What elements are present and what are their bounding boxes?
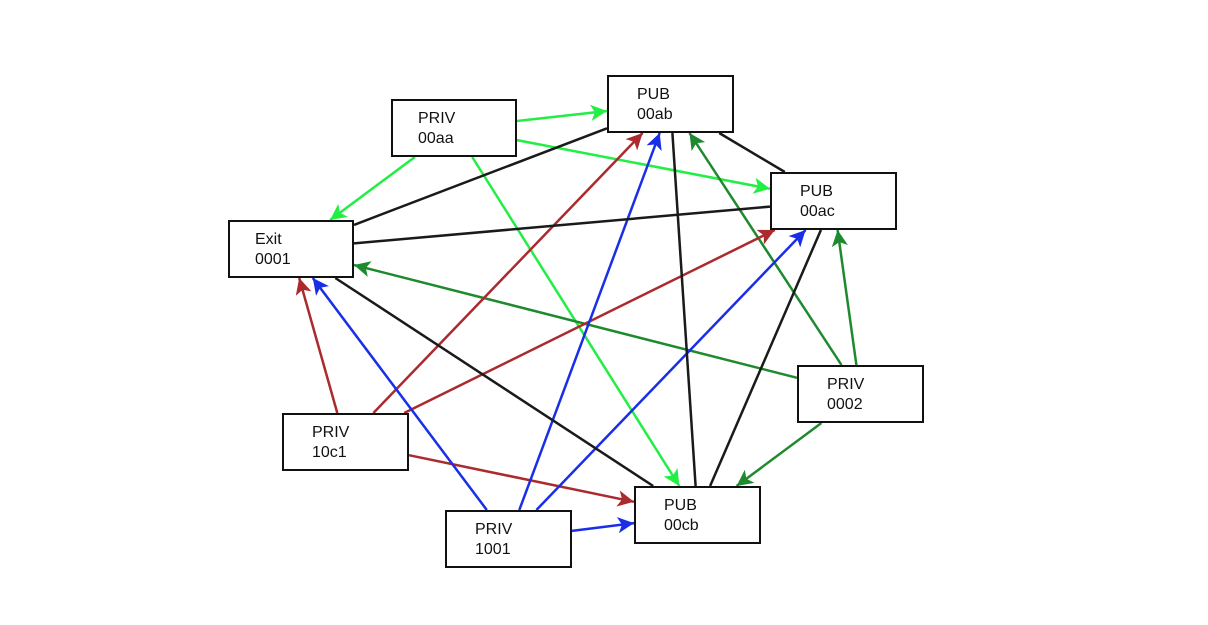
node-priv-1001[interactable]: PRIV 1001 xyxy=(445,510,572,568)
node-code-label: 1001 xyxy=(475,541,511,558)
edge-priv0002-exit0001 xyxy=(353,261,798,380)
node-priv-00aa[interactable]: PRIV 00aa xyxy=(391,99,517,157)
node-code-label: 00aa xyxy=(418,130,454,147)
edge-priv00aa-pub00ac xyxy=(516,138,771,194)
edge-exit0001-pub00cb xyxy=(334,276,654,488)
node-priv-0002[interactable]: PRIV 0002 xyxy=(797,365,924,423)
edge-exit0001-pub00ab xyxy=(353,127,608,227)
node-type-label: Exit xyxy=(255,231,282,248)
edge-priv10c1-pub00cb xyxy=(408,453,635,507)
edge-priv1001-pub00ac xyxy=(535,229,807,511)
edge-priv1001-pub00cb xyxy=(571,517,635,534)
node-type-label: PRIV xyxy=(312,424,350,441)
edge-priv1001-pub00ab xyxy=(518,132,662,511)
node-priv-10c1[interactable]: PRIV 10c1 xyxy=(282,413,409,471)
edge-pub00ab-pub00cb xyxy=(671,132,697,487)
node-code-label: 00cb xyxy=(664,517,699,534)
node-type-label: PUB xyxy=(637,86,670,103)
edge-priv10c1-pub00ab xyxy=(372,132,644,414)
node-type-label: PRIV xyxy=(475,521,513,538)
node-code-label: 10c1 xyxy=(312,444,347,461)
node-pub-00cb[interactable]: PUB 00cb xyxy=(634,486,761,544)
node-code-label: 0001 xyxy=(255,251,291,268)
edge-priv0002-pub00cb xyxy=(735,421,823,488)
edge-priv00aa-pub00ab xyxy=(516,104,608,123)
node-pub-00ab[interactable]: PUB 00ab xyxy=(607,75,734,133)
node-type-label: PUB xyxy=(800,183,833,200)
node-code-label: 00ab xyxy=(637,106,673,123)
edge-pub00ab-pub00ac xyxy=(718,131,786,174)
edge-exit0001-pub00ac xyxy=(353,205,771,245)
node-pub-00ac[interactable]: PUB 00ac xyxy=(770,172,897,230)
node-type-label: PUB xyxy=(664,497,697,514)
node-exit-0001[interactable]: Exit 0001 xyxy=(228,220,354,278)
edge-priv0002-pub00ab xyxy=(688,132,843,366)
node-type-label: PRIV xyxy=(827,376,865,393)
edge-priv0002-pub00ac xyxy=(831,229,858,366)
edge-priv10c1-exit0001 xyxy=(295,277,339,414)
node-code-label: 00ac xyxy=(800,203,835,220)
node-code-label: 0002 xyxy=(827,396,863,413)
edge-priv00aa-exit0001 xyxy=(329,155,416,222)
edge-priv1001-exit0001 xyxy=(311,277,488,511)
edge-pub00ac-pub00cb xyxy=(708,229,823,487)
node-type-label: PRIV xyxy=(418,110,456,127)
